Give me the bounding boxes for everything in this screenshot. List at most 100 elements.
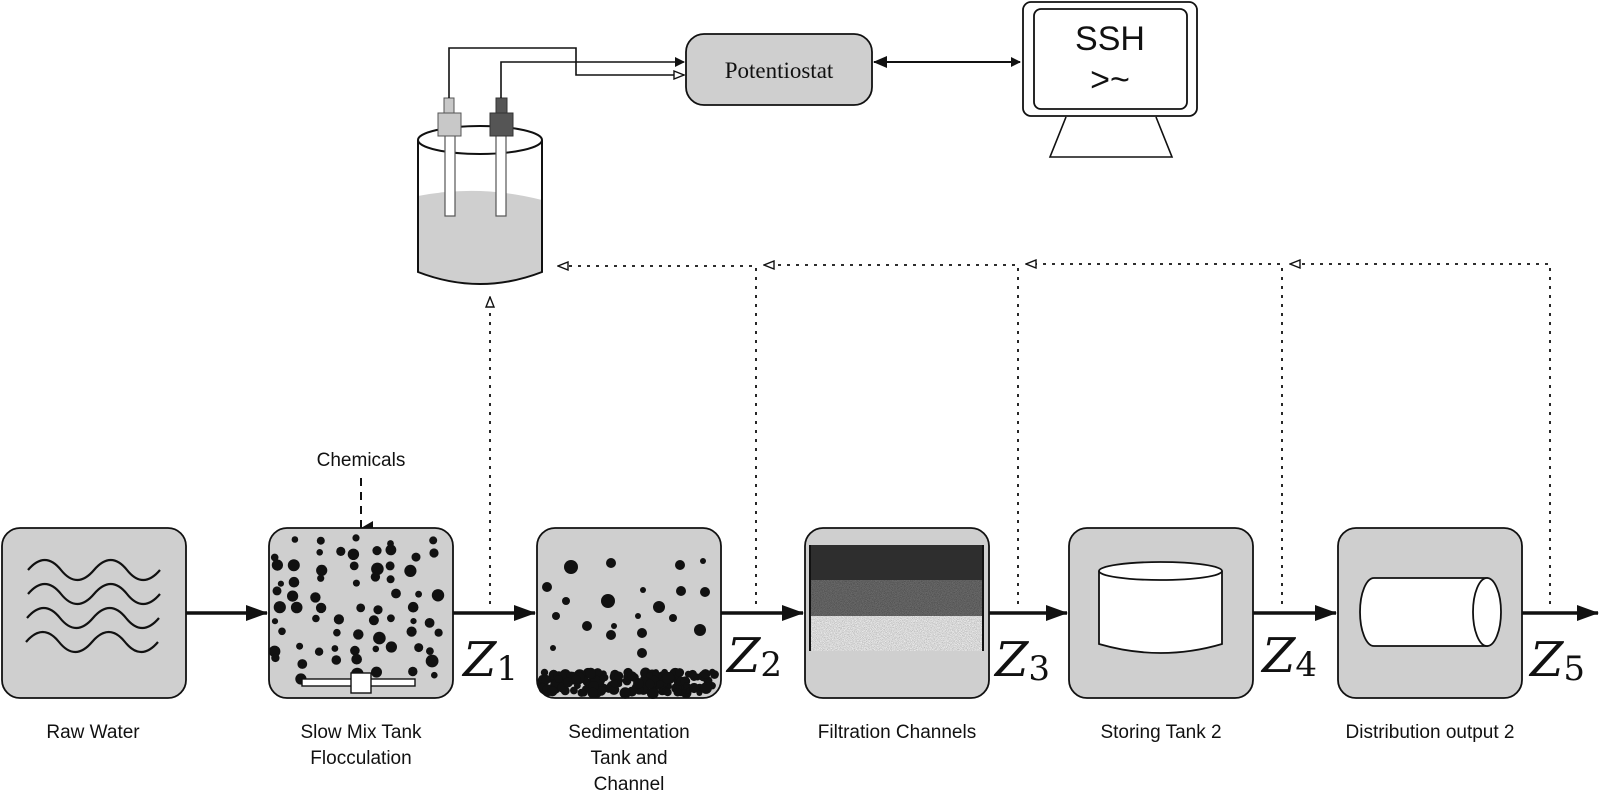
particle (619, 687, 631, 699)
particle (709, 668, 716, 676)
particle (370, 572, 381, 582)
particle (312, 614, 320, 623)
particle (371, 562, 384, 576)
particle (331, 655, 342, 665)
particle (673, 688, 682, 697)
particle (314, 647, 324, 656)
monitor-stand (1048, 116, 1174, 158)
particle (425, 654, 439, 668)
particle (635, 613, 641, 619)
sampling-lines (490, 264, 1551, 604)
particle (587, 687, 599, 699)
particle (288, 576, 300, 588)
particle (689, 682, 700, 694)
particle (414, 643, 424, 653)
filter-layers-icon (809, 545, 984, 651)
working-electrode-tip (495, 97, 508, 114)
particle (316, 549, 324, 556)
tank-cylinder-icon (1098, 561, 1223, 654)
working-electrode-rod (495, 129, 507, 217)
stage-label-line1: Sedimentation (568, 722, 689, 743)
particle (700, 558, 706, 564)
particle (291, 536, 299, 543)
working-electrode-cap (489, 112, 514, 137)
terminal-title: SSH (1075, 20, 1145, 58)
stage-label: Distribution output 2 (1346, 722, 1515, 743)
particle (610, 680, 619, 688)
particle (689, 672, 699, 682)
particle (554, 675, 563, 683)
particle (571, 674, 581, 684)
particle (371, 666, 382, 678)
computer-monitor-icon: SSH >~ (1022, 1, 1198, 158)
particle (562, 597, 570, 605)
particle (331, 645, 339, 652)
particle (315, 602, 327, 614)
particle (564, 560, 578, 574)
particle (333, 614, 344, 625)
particle (675, 560, 685, 570)
particle (637, 628, 647, 638)
particle (372, 645, 380, 653)
particle (290, 601, 303, 614)
sample-line-z5 (1290, 264, 1551, 604)
particle (277, 580, 284, 587)
particle (606, 630, 616, 640)
particle (386, 575, 395, 584)
particle (552, 612, 560, 620)
beaker-liquid (418, 190, 542, 284)
particle (373, 605, 383, 615)
waves-icon (25, 558, 161, 654)
chemicals-input: Chemicals (317, 450, 405, 535)
reference-electrode-cap (437, 112, 462, 137)
particle (700, 669, 711, 679)
stage-label: Raw Water (46, 722, 140, 743)
potentiostat: Potentiostat (685, 33, 873, 106)
stage-distribution-output: Distribution output 2 (1337, 527, 1523, 743)
flocculation-particles-icon (268, 534, 445, 685)
particle (336, 546, 346, 557)
particle (700, 587, 710, 597)
stage-raw-water: Raw Water (1, 527, 187, 743)
particle (426, 647, 434, 655)
particle (540, 668, 549, 677)
stage-filtration-channels: Filtration Channels (804, 527, 990, 743)
particle (410, 618, 417, 625)
particle (577, 688, 586, 697)
particle (407, 601, 419, 613)
particle (663, 688, 672, 697)
particle (627, 671, 637, 681)
particle (273, 601, 286, 614)
particle (368, 615, 379, 626)
particle (669, 614, 677, 622)
particle (585, 667, 596, 679)
particle (694, 624, 706, 636)
particle (385, 561, 395, 571)
particle (645, 679, 655, 689)
particle (611, 623, 617, 629)
particle (599, 675, 607, 682)
particle (270, 553, 279, 562)
particle (385, 641, 397, 653)
particle (429, 536, 438, 545)
sample-point-labels: Z1 Z2 Z3 Z4 Z5 (461, 628, 1585, 689)
stage-label-line3: Channel (594, 774, 665, 795)
particle (675, 668, 685, 677)
particle (271, 618, 279, 625)
particle (542, 582, 552, 592)
sample-point-z2: Z2 (725, 628, 782, 685)
particle (662, 672, 675, 684)
mixer-paddle-icon (301, 672, 416, 694)
particle (406, 626, 417, 637)
particle (614, 671, 624, 681)
particle (550, 645, 556, 651)
particle (271, 559, 283, 571)
particle (353, 629, 364, 640)
stage-label-line2: Tank and (590, 748, 667, 769)
particle (582, 621, 592, 631)
stage-sedimentation-tank: Sedimentation Tank and Channel (536, 527, 722, 795)
stage-label: Filtration Channels (818, 722, 976, 743)
sample-point-z1: Z1 (461, 632, 518, 689)
particle (637, 648, 647, 658)
electrode-wires (448, 47, 685, 98)
